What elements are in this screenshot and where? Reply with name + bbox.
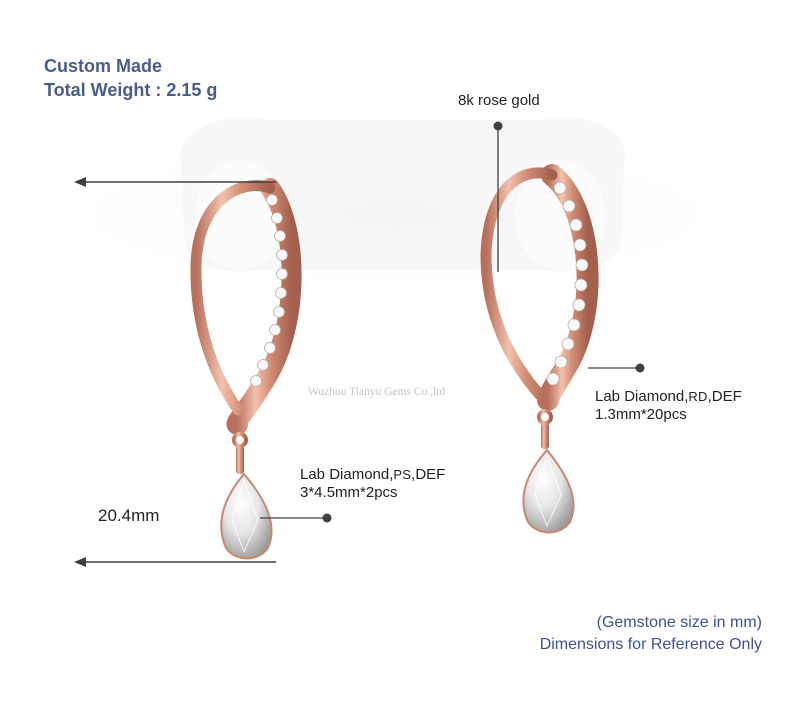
header-custom-made: Custom Made xyxy=(44,56,163,76)
display-stand xyxy=(40,0,740,320)
callout-lines xyxy=(260,121,645,523)
round-diamond-callout: Lab Diamond,RD,DEF 1.3mm*20pcs xyxy=(595,388,742,424)
header: Custom Made Total Weight : 2.15 g xyxy=(44,54,217,102)
left-pave-diamonds xyxy=(250,194,288,387)
right-earring xyxy=(480,164,599,534)
footer-gemstone-size: (Gemstone size in mm) xyxy=(596,614,762,631)
right-pave-diamonds xyxy=(546,181,589,386)
round-diamond-shape: RD xyxy=(688,389,708,404)
footer-reference: Dimensions for Reference Only xyxy=(539,636,762,653)
footer-note: (Gemstone size in mm) Dimensions for Ref… xyxy=(540,612,762,656)
dimension-label: 20.4mm xyxy=(98,506,160,525)
pear-diamond-type: Lab Diamond,PS,DEF xyxy=(300,466,446,483)
pear-diamond-size: 3*4.5mm*2pcs xyxy=(300,484,398,501)
pear-diamond-callout: Lab Diamond,PS,DEF 3*4.5mm*2pcs xyxy=(300,466,445,502)
left-earring xyxy=(190,178,302,560)
material-label: 8k rose gold xyxy=(458,92,540,109)
round-diamond-color: DEF xyxy=(711,388,742,405)
round-diamond-type: Lab Diamond,RD,DEF xyxy=(595,388,742,405)
pear-diamond-color: DEF xyxy=(415,466,446,483)
header-total-weight: Total Weight : 2.15 g xyxy=(44,80,218,100)
watermark: Wuzhou Tianyu Gems Co.,ltd xyxy=(308,386,446,398)
round-diamond-size: 1.3mm*20pcs xyxy=(595,406,687,423)
pear-diamond-shape: PS xyxy=(393,467,412,482)
dimension-arrows xyxy=(74,177,276,567)
